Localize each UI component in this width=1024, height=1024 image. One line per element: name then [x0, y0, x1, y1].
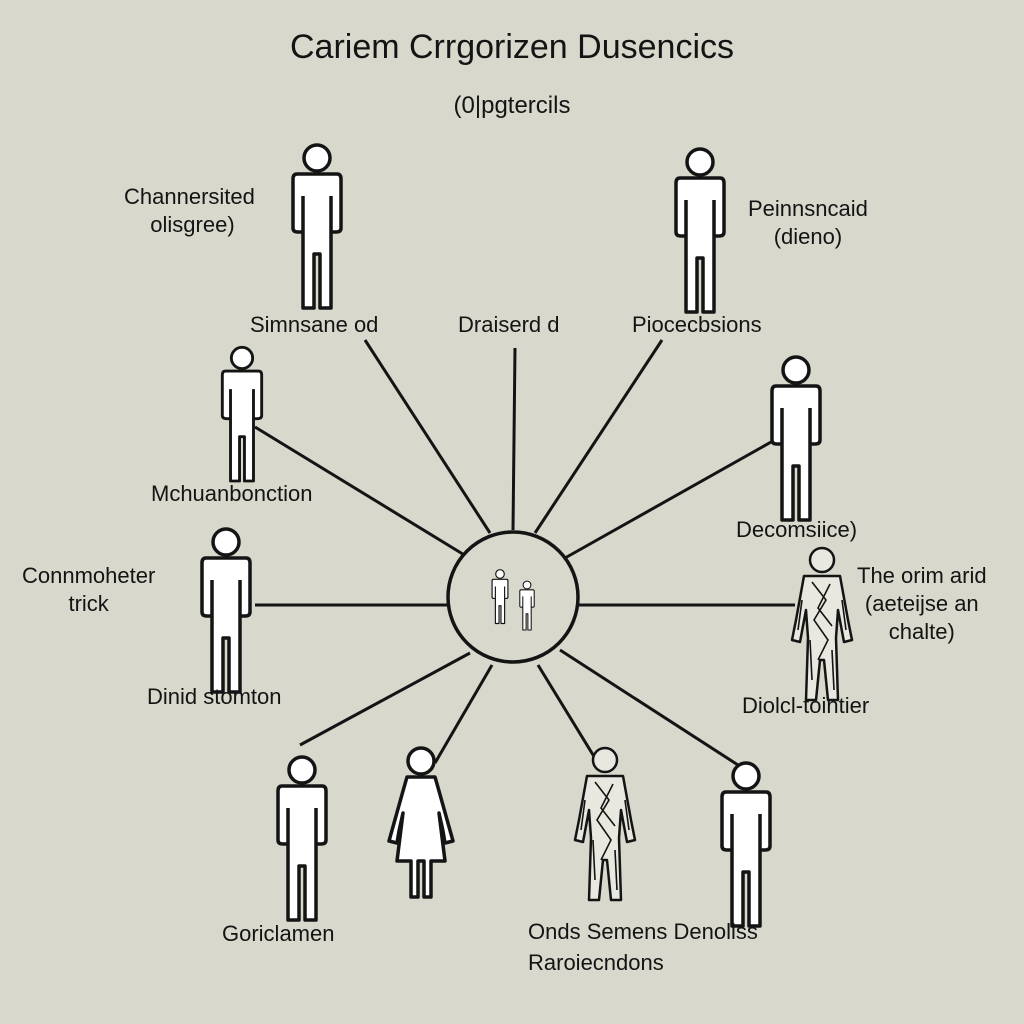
label-connm: Connmoheter trick — [22, 563, 156, 616]
connector-decom — [564, 435, 781, 560]
central-hub — [446, 530, 580, 664]
connector-ondss — [536, 664, 600, 764]
connector-goric — [299, 651, 471, 747]
person-top-left-icon — [291, 143, 343, 310]
label-chann: Channersited olisgree) — [124, 184, 255, 237]
label-goric: Goriclamen — [222, 921, 335, 946]
diagram-subtitle: (0|pgtercils — [453, 92, 571, 119]
person-top-right-icon — [674, 147, 726, 314]
woman-bottom-icon — [387, 746, 455, 899]
label-simns: Simnsane od — [250, 312, 379, 337]
person-goric-icon — [276, 755, 328, 922]
connector-pioce — [533, 339, 664, 534]
label-pioce: Piocecbsions — [632, 312, 762, 337]
person-mchua-icon — [220, 345, 264, 483]
connector-mchua — [254, 425, 467, 558]
person-decom-icon — [770, 355, 822, 522]
connector-denol — [559, 648, 739, 767]
diagram-title: Cariem Crrgorizen Dusencics — [289, 28, 734, 66]
connector-simns — [363, 339, 492, 534]
label-theor: The orim arid (aeteijse an chalte) — [857, 563, 987, 644]
anatomy-right-icon — [790, 546, 854, 702]
label-drais: Draiserd d — [458, 312, 560, 337]
label-mchua: Mchuanbonction — [151, 481, 313, 506]
label-raroi: Raroiecndons — [528, 950, 664, 975]
person-denol-icon — [720, 761, 772, 928]
anatomy-bottom-icon — [573, 746, 637, 902]
connector-drais — [511, 347, 517, 531]
connector-lines — [254, 339, 795, 767]
person-connm-icon — [200, 527, 252, 694]
label-diolc: Diolcl-tointier — [742, 693, 870, 718]
label-dinid: Dinid stomton — [147, 684, 282, 709]
label-decom: Decomsiice) — [736, 517, 858, 542]
connector-woman — [433, 664, 494, 764]
label-peinn: Peinnsncaid (dieno) — [748, 196, 868, 249]
label-ondss: Onds Semens Denoliss — [528, 919, 758, 944]
